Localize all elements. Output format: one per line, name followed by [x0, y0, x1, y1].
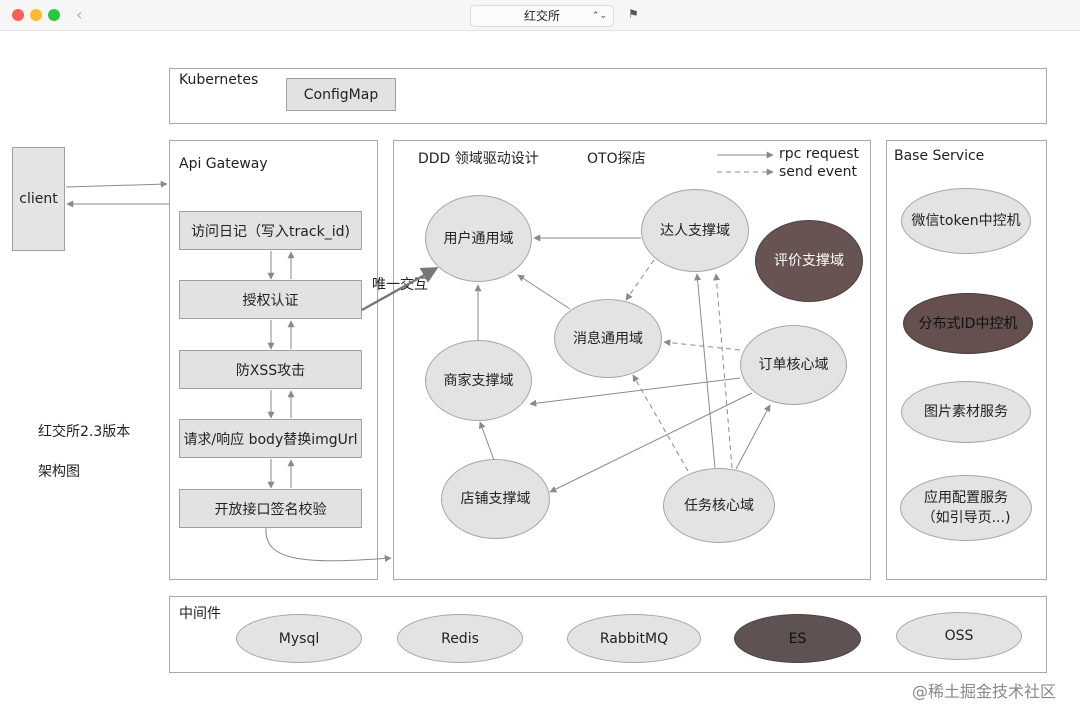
middleware-redis: Redis	[397, 614, 523, 663]
api-gateway-label: Api Gateway	[179, 156, 268, 172]
configmap-box: ConfigMap	[286, 78, 396, 111]
document-title: 红交所	[523, 9, 560, 23]
app-config-service-line1: 应用配置服务	[924, 490, 1008, 506]
ddd-sub-label: OTO探店	[587, 151, 646, 167]
ddd-label: DDD 领域驱动设计	[418, 151, 539, 167]
middleware-oss: OSS	[896, 612, 1022, 660]
architecture-note: 架构图	[38, 464, 80, 480]
back-chevron-icon[interactable]: ‹	[76, 5, 83, 24]
image-material-service: 图片素材服务	[901, 381, 1031, 443]
middleware-label: 中间件	[179, 606, 221, 622]
shop-domain-node: 店铺支撑域	[441, 459, 550, 539]
middleware-mysql: Mysql	[236, 614, 362, 663]
client-to-gateway-arrow	[65, 180, 168, 188]
review-domain-node: 评价支撑域	[755, 220, 863, 302]
auth-to-user-domain-arrow	[361, 266, 439, 312]
gateway-step-xss: 防XSS攻击	[179, 350, 362, 389]
app-config-service-line2: （如引导页...)	[921, 510, 1011, 526]
legend-rpc-label: rpc request	[779, 146, 860, 162]
distributed-id-service: 分布式ID中控机	[903, 293, 1033, 354]
zoom-window-button[interactable]	[48, 9, 60, 21]
order-domain-node: 订单核心域	[740, 325, 847, 405]
client-box: client	[12, 147, 65, 251]
gateway-step-signature: 开放接口签名校验	[179, 489, 362, 528]
daren-domain-node: 达人支撑域	[641, 189, 749, 272]
wechat-token-service: 微信token中控机	[901, 188, 1031, 254]
merchant-domain-node: 商家支撑域	[425, 340, 532, 421]
window-titlebar: ‹ 红交所 ⌃⌄ ⚑	[0, 0, 1080, 31]
task-domain-node: 任务核心域	[663, 468, 775, 543]
middleware-rabbitmq: RabbitMQ	[567, 614, 701, 663]
gateway-step-access-log: 访问日记（写入track_id)	[179, 211, 362, 250]
gateway-step-body-replace: 请求/响应 body替换imgUrl	[179, 419, 362, 458]
legend-event-label: send event	[779, 164, 857, 180]
watermark: @稀土掘金技术社区	[912, 682, 1057, 701]
flag-icon[interactable]: ⚑	[628, 7, 639, 21]
middleware-es: ES	[734, 614, 861, 663]
base-service-label: Base Service	[894, 148, 985, 164]
document-title-select[interactable]: 红交所 ⌃⌄	[470, 5, 614, 27]
close-window-button[interactable]	[12, 9, 24, 21]
kubernetes-label: Kubernetes	[179, 72, 259, 88]
minimize-window-button[interactable]	[30, 9, 42, 21]
user-domain-node: 用户通用域	[425, 195, 532, 282]
chevron-up-down-icon: ⌃⌄	[591, 11, 607, 21]
message-domain-node: 消息通用域	[554, 299, 662, 378]
version-note: 红交所2.3版本	[38, 424, 131, 440]
app-config-service: 应用配置服务 （如引导页...)	[900, 475, 1032, 541]
gateway-step-auth: 授权认证	[179, 280, 362, 319]
